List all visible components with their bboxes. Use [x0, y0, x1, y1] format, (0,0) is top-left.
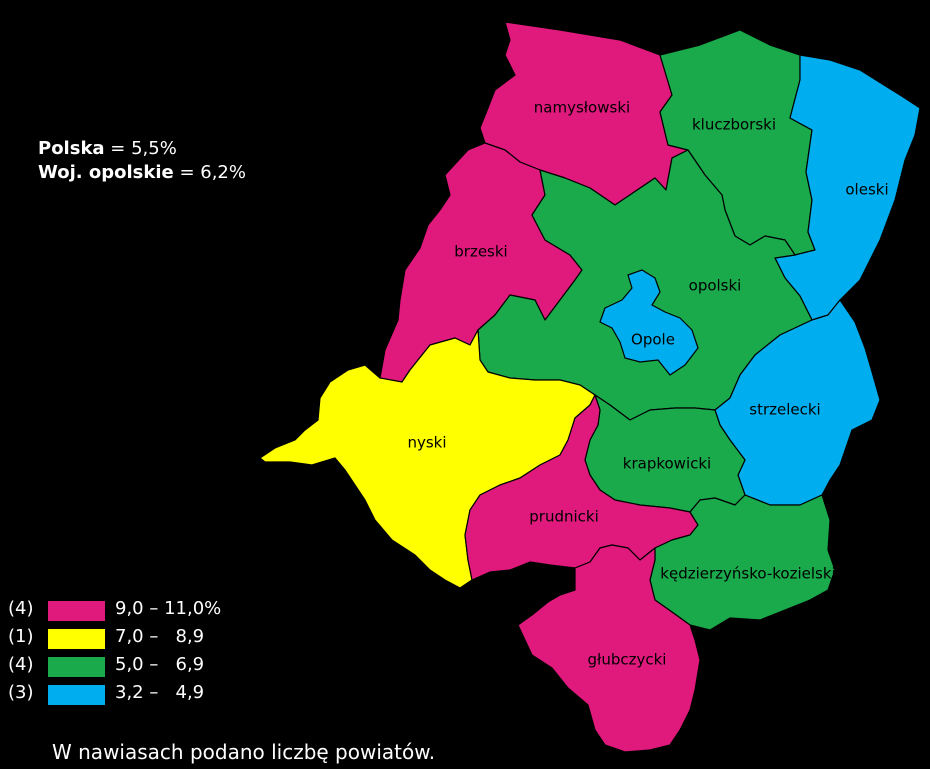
legend-swatch	[48, 601, 105, 621]
label-strzelecki: strzelecki	[749, 401, 820, 419]
label-krapkowicki: krapkowicki	[623, 455, 711, 473]
label-nyski: nyski	[407, 434, 446, 452]
label-oleski: oleski	[845, 181, 888, 199]
stat-polska-name: Polska	[38, 138, 105, 159]
label-kluczborski: kluczborski	[692, 116, 776, 134]
footnote: W nawiasach podano liczbę powiatów.	[52, 740, 436, 764]
legend-range: 9,0 – 11,0%	[115, 598, 222, 619]
label-prudnicki: prudnicki	[529, 508, 599, 526]
stat-opolskie-value: = 6,2%	[179, 162, 246, 183]
stat-polska: Polska = 5,5%	[38, 137, 246, 161]
legend-swatch	[48, 685, 105, 705]
stat-opolskie: Woj. opolskie = 6,2%	[38, 161, 246, 185]
stats-box: Polska = 5,5% Woj. opolskie = 6,2%	[38, 137, 246, 185]
legend-count: (4)	[8, 598, 34, 619]
legend-swatch	[48, 657, 105, 677]
stat-opolskie-name: Woj. opolskie	[38, 162, 174, 183]
label-namyslowski: namysłowski	[534, 99, 630, 117]
label-opole: Opole	[631, 331, 675, 349]
legend-count: (4)	[8, 654, 34, 675]
legend-swatch	[48, 629, 105, 649]
legend-count: (1)	[8, 626, 34, 647]
label-glubczycki: głubczycki	[588, 651, 667, 669]
label-brzeski: brzeski	[454, 243, 507, 261]
label-opolski: opolski	[689, 277, 742, 295]
legend-range: 5,0 – 6,9	[115, 654, 205, 675]
region-opole[interactable]	[599, 269, 699, 376]
stat-polska-value: = 5,5%	[110, 138, 177, 159]
legend-range: 7,0 – 8,9	[115, 626, 205, 647]
label-kedzierzynsko: kędzierzyńsko-kozielski	[660, 565, 835, 583]
legend-range: 3,2 – 4,9	[115, 682, 205, 703]
region-glubczycki[interactable]	[517, 544, 701, 753]
legend-count: (3)	[8, 682, 34, 703]
